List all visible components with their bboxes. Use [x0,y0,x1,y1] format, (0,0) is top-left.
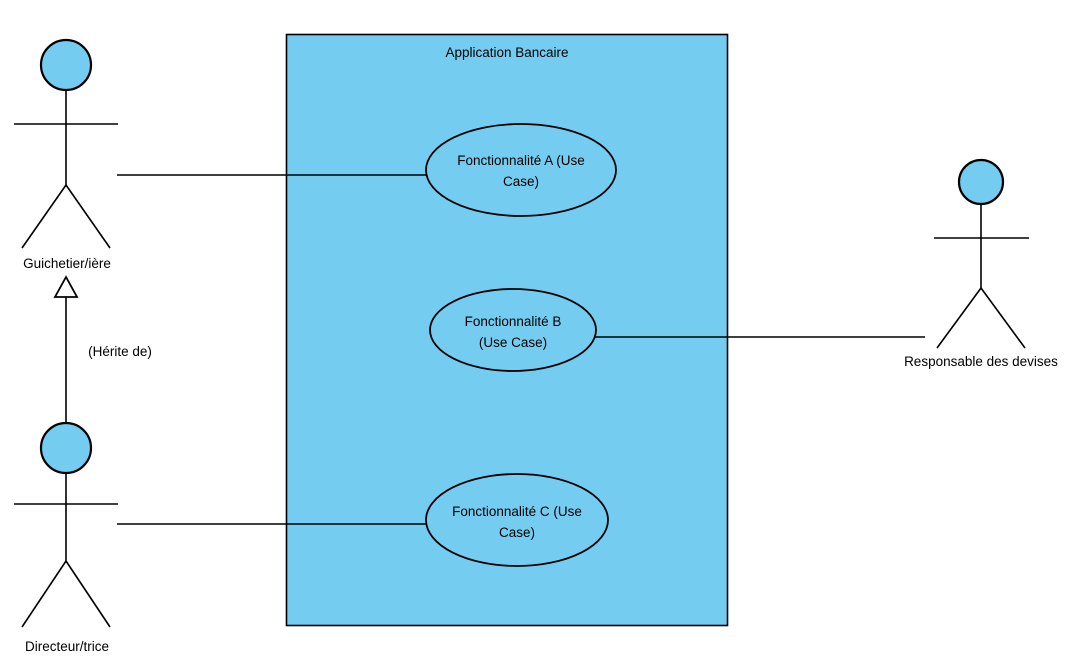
generalization-label: (Hérite de) [88,344,152,359]
actor-directeur[interactable]: Directeur/trice [14,421,118,654]
actor-responsable-label: Responsable des devises [904,354,1058,369]
actor-guichetier[interactable]: Guichetier/ière [14,38,118,271]
use-case-c-ellipse[interactable] [425,473,609,567]
generalization-hollow-triangle-arrowhead [53,275,79,298]
use-case-a-label-line2: Case) [503,174,539,189]
use-case-fonctionnalite-b[interactable]: Fonctionnalité B (Use Case) [429,288,597,372]
generalization-directeur-to-guichetier[interactable]: (Hérite de) [53,275,152,423]
use-case-c-label-line2: Case) [499,525,535,540]
actor-directeur-leg-left [21,560,67,628]
use-case-b-label-line1: Fonctionnalité B [465,314,562,329]
use-case-fonctionnalite-a[interactable]: Fonctionnalité A (Use Case) [425,123,617,217]
use-case-a-label-line1: Fonctionnalité A (Use [457,153,585,168]
use-case-c-label-line1: Fonctionnalité C (Use [452,504,582,519]
use-case-a-ellipse[interactable] [425,123,617,217]
actor-directeur-leg-right [65,560,111,628]
actor-responsable-leg-left [936,287,982,349]
actor-directeur-label: Directeur/trice [25,639,109,654]
actor-guichetier-head-icon[interactable] [39,38,93,92]
actor-responsable-head-icon[interactable] [957,158,1005,206]
use-case-fonctionnalite-c[interactable]: Fonctionnalité C (Use Case) [425,473,609,567]
actor-directeur-head-icon[interactable] [39,421,93,475]
actor-guichetier-leg-right [65,184,111,249]
actor-guichetier-label: Guichetier/ière [23,256,111,271]
use-case-b-ellipse[interactable] [429,288,597,372]
system-boundary-title: Application Bancaire [445,45,568,60]
actor-guichetier-leg-left [21,184,67,249]
actor-responsable-des-devises[interactable]: Responsable des devises [904,158,1058,369]
actor-responsable-leg-right [980,287,1026,349]
use-case-b-label-line2: (Use Case) [479,335,547,350]
